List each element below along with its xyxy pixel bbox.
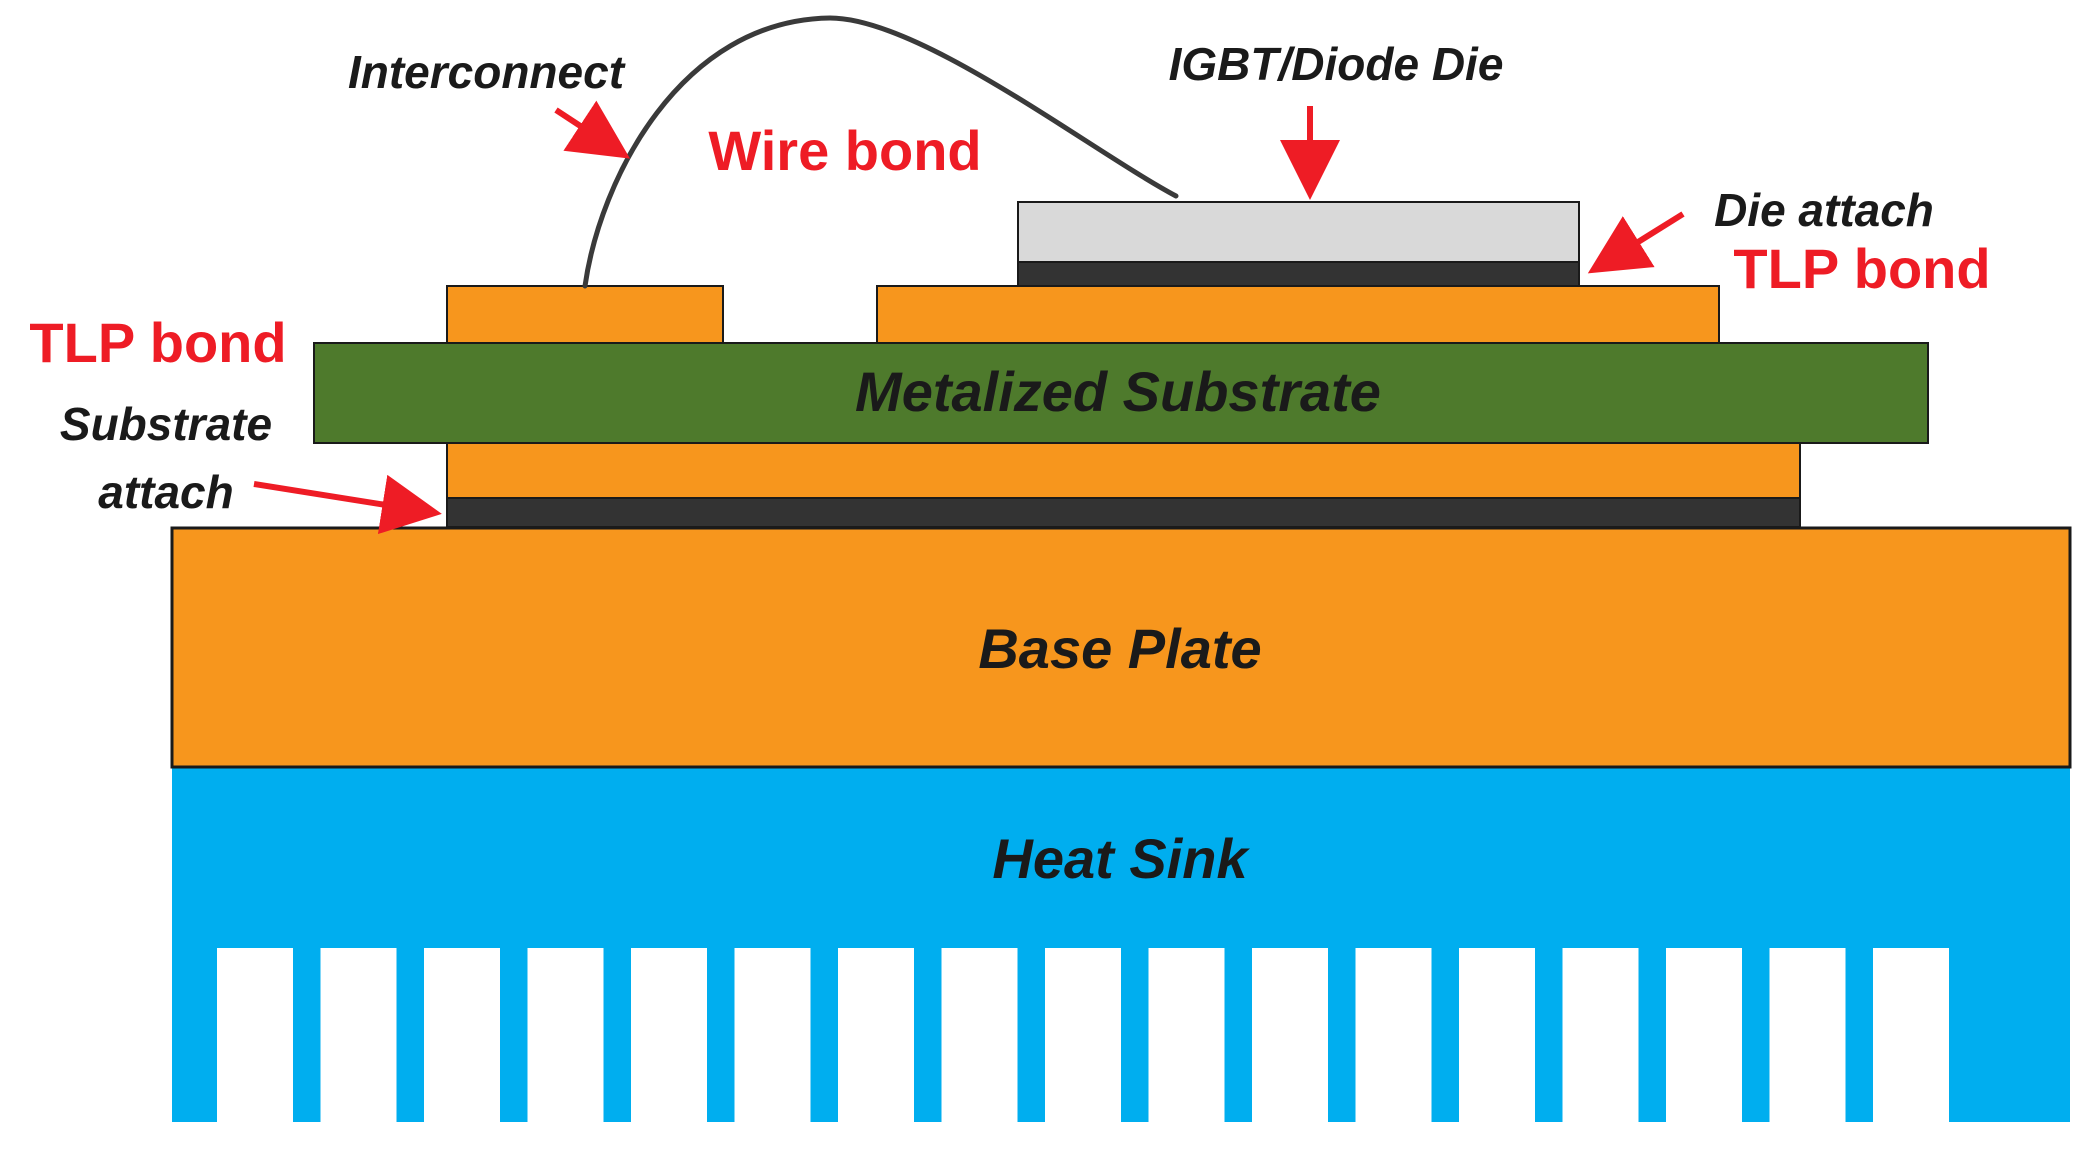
metalized-substrate-label: Metalized Substrate <box>855 360 1381 423</box>
interconnect-label: Interconnect <box>348 46 626 98</box>
interconnect-arrow <box>554 100 631 159</box>
die-attach-arrow <box>1587 211 1685 274</box>
heat-sink-fin-gap <box>1355 948 1432 1124</box>
right-copper-pad <box>876 285 1720 344</box>
heat-sink-fin-gap <box>527 948 604 1124</box>
heat-sink-fin-gaps <box>217 948 1949 1124</box>
tlp-bond-right-label: TLP bond <box>1733 237 1990 300</box>
heat-sink-fin-gap <box>1459 948 1535 1124</box>
heat-sink-fin-gap <box>1666 948 1742 1124</box>
heat-sink-fin-gap <box>320 948 397 1124</box>
heat-sink-fin-gap <box>941 948 1018 1124</box>
substrate-attach-arrow <box>253 474 442 535</box>
heat-sink-fin-gap <box>838 948 914 1124</box>
heat-sink-fin-gap <box>424 948 500 1124</box>
die-attach-label: Die attach <box>1714 184 1934 236</box>
igbt-diode-die <box>1017 201 1580 263</box>
tlp-bond-left-label: TLP bond <box>29 311 286 374</box>
heat-sink-label: Heat Sink <box>992 827 1250 890</box>
left-copper-pad <box>446 285 724 344</box>
heat-sink-fin-gap <box>1769 948 1846 1124</box>
heat-sink-fin-gap <box>1873 948 1949 1124</box>
heat-sink-fin-gap <box>1148 948 1225 1124</box>
heat-sink-fin-gap <box>734 948 811 1124</box>
wire-bond-label: Wire bond <box>708 119 981 182</box>
die-attach-layer <box>1017 261 1580 287</box>
substrate-attach-label-line1: Substrate <box>60 398 272 450</box>
heat-sink-fin-gap <box>1562 948 1639 1124</box>
heat-sink <box>172 767 2070 1124</box>
substrate-attach-layer <box>446 496 1801 528</box>
heat-sink-fin-gap <box>1252 948 1328 1124</box>
heat-sink-fin-gap <box>217 948 293 1124</box>
lower-copper-layer <box>446 442 1801 499</box>
heat-sink-fin-gap <box>631 948 707 1124</box>
base-plate <box>170 526 2072 769</box>
base-plate-label: Base Plate <box>978 617 1261 680</box>
wire-bond <box>582 15 1179 289</box>
igbt-die-label: IGBT/Diode Die <box>1169 38 1504 90</box>
substrate-attach-label-line2: attach <box>98 466 233 518</box>
heat-sink-fin-gap <box>1045 948 1121 1124</box>
